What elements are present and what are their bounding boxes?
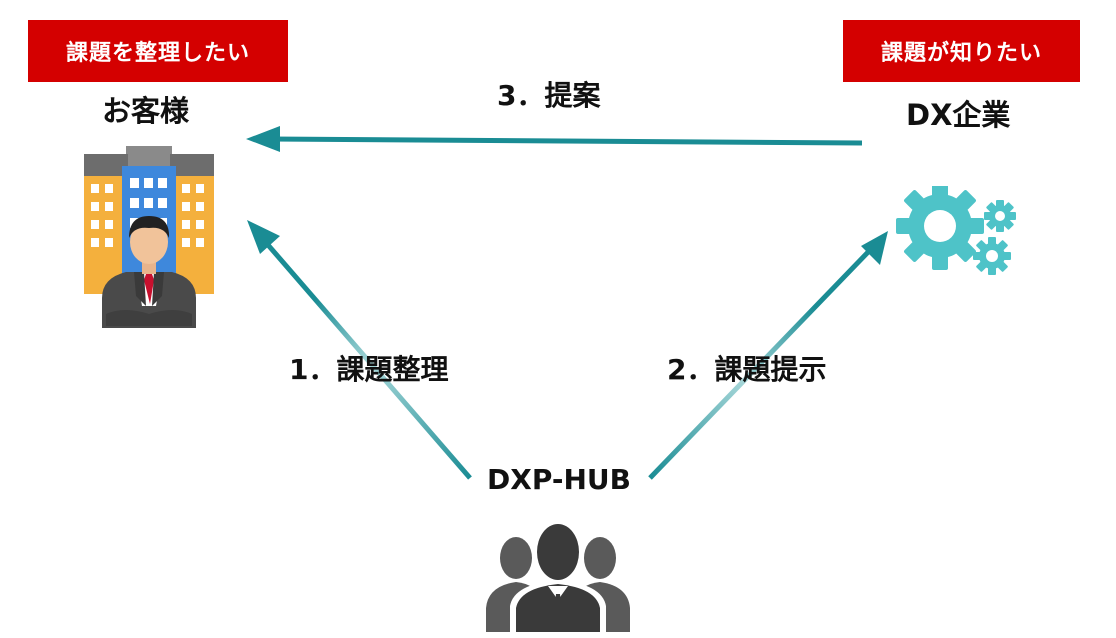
step1-label: 1．課題整理 xyxy=(289,353,449,386)
dx-company-label: DX企業 xyxy=(906,98,1011,132)
customer-label: お客様 xyxy=(102,94,190,128)
customer-need-text: 課題を整理したい xyxy=(65,41,250,66)
gears-icon xyxy=(896,186,1016,275)
step2-label: 2．課題提示 xyxy=(667,353,827,386)
dx-need-text: 課題が知りたい xyxy=(880,41,1042,66)
building-businessman-icon xyxy=(84,146,214,328)
customer-need-tag: 課題を整理したい xyxy=(28,20,288,82)
arrow-step2 xyxy=(648,231,888,480)
group-people-icon xyxy=(486,522,630,632)
arrow-step3 xyxy=(246,126,863,152)
step3-label: 3．提案 xyxy=(497,79,601,112)
hub-label: DXP-HUB xyxy=(487,463,631,496)
arrow-step1 xyxy=(247,220,472,480)
dx-need-tag: 課題が知りたい xyxy=(843,20,1080,82)
